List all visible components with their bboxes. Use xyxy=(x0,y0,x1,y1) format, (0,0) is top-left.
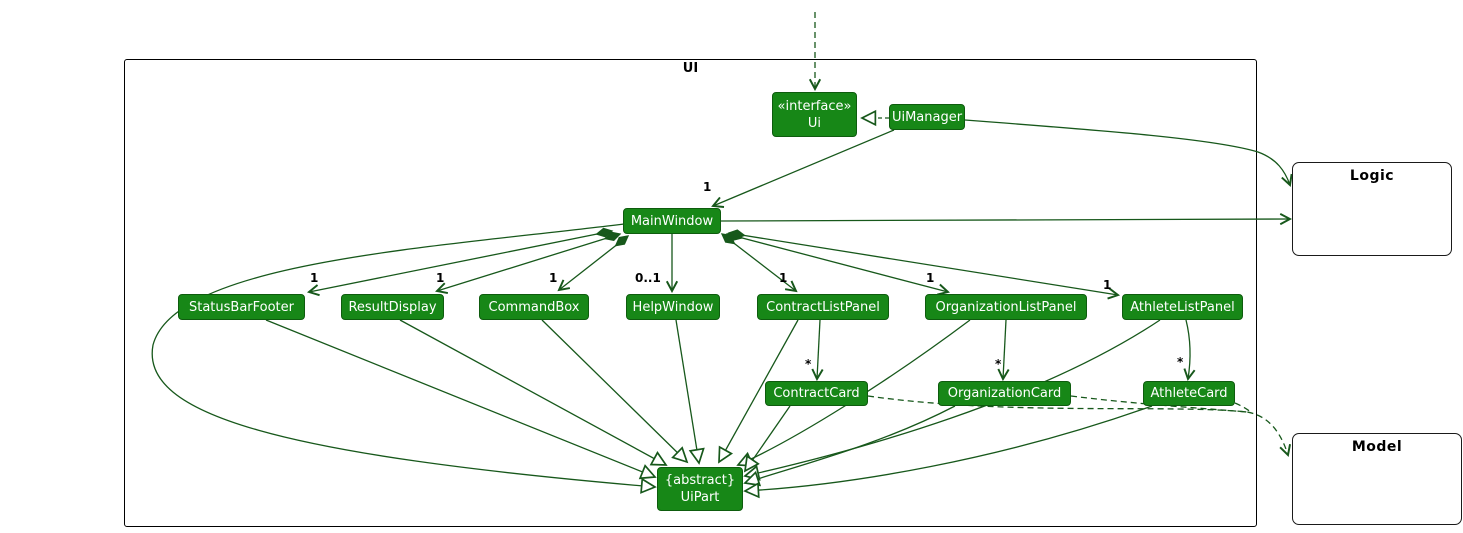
class-uipart: {abstract} UiPart xyxy=(657,467,743,511)
ui-package-frame: UI xyxy=(124,59,1257,527)
class-name: MainWindow xyxy=(630,213,714,229)
multiplicity-label: * xyxy=(1177,355,1184,369)
class-contractlistpanel: ContractListPanel xyxy=(757,294,889,320)
edge-contractcard-extends-uipart xyxy=(743,405,791,473)
edge-mainwindow-commandbox xyxy=(559,236,628,290)
edge-contractlistpanel-extends-uipart xyxy=(718,319,799,464)
class-name: Ui xyxy=(807,115,822,131)
multiplicity-label: 1 xyxy=(703,180,712,194)
multiplicity-label: 1 xyxy=(779,271,788,285)
class-statusbarfooter: StatusBarFooter xyxy=(178,294,305,320)
class-name: AthleteCard xyxy=(1150,386,1228,401)
edge-contractlistpanel-contractcard xyxy=(817,319,820,379)
class-name: HelpWindow xyxy=(632,299,714,315)
edge-uimanager-logic xyxy=(964,119,1290,185)
class-name: ContractListPanel xyxy=(766,299,880,315)
class-name: ContractCard xyxy=(773,386,860,401)
class-name: AthleteListPanel xyxy=(1130,299,1235,315)
ui-package-label: UI xyxy=(682,61,699,76)
multiplicity-label: 0..1 xyxy=(635,271,661,285)
edge-mainwindow-athletelistpanel xyxy=(729,233,1118,295)
multiplicity-label: 1 xyxy=(436,271,445,285)
class-stereotype: «interface» xyxy=(777,98,852,114)
edge-mainwindow-extends-uipart xyxy=(151,223,657,494)
edge-athletecard-model xyxy=(1234,402,1253,414)
class-athletecard: AthleteCard xyxy=(1143,381,1235,406)
edge-mainwindow-statusbarfooter xyxy=(309,231,612,292)
edge-commandbox-extends-uipart xyxy=(541,319,689,464)
edge-contractcard-model xyxy=(867,395,1288,455)
multiplicity-label: * xyxy=(995,357,1002,371)
class-uimanager: UiManager xyxy=(889,104,965,130)
class-organizationcard: OrganizationCard xyxy=(938,381,1071,406)
logic-component-box: Logic xyxy=(1292,162,1452,256)
class-name: UiPart xyxy=(680,490,720,505)
multiplicity-label: 1 xyxy=(549,271,558,285)
class-name: StatusBarFooter xyxy=(188,299,294,315)
class-name: CommandBox xyxy=(488,299,580,315)
edge-statusbarfooter-extends-uipart xyxy=(265,319,657,480)
logic-component-label: Logic xyxy=(1349,168,1395,184)
multiplicity-label: 1 xyxy=(310,271,319,285)
edge-athletelistpanel-athletecard xyxy=(1186,319,1190,379)
edge-athletelistpanel-extends-uipart xyxy=(743,319,1161,481)
class-name: UiManager xyxy=(891,109,963,125)
edge-organizationlistpanel-organizationcard xyxy=(1003,319,1006,379)
edge-mainwindow-logic xyxy=(720,219,1290,221)
class-mainwindow: MainWindow xyxy=(623,208,721,234)
class-contractcard: ContractCard xyxy=(765,381,868,406)
class-commandbox: CommandBox xyxy=(479,294,589,320)
multiplicity-label: 1 xyxy=(926,271,935,285)
edge-athletecard-extends-uipart xyxy=(743,405,1153,499)
class-helpwindow: HelpWindow xyxy=(626,294,720,320)
model-component-label: Model xyxy=(1351,439,1403,455)
edge-resultdisplay-extends-uipart xyxy=(399,319,668,466)
class-ui-interface: «interface» Ui xyxy=(772,92,857,137)
multiplicity-label: 1 xyxy=(1103,278,1112,292)
edge-uimanager-mainwindow xyxy=(713,129,895,206)
class-name: OrganizationListPanel xyxy=(935,299,1077,315)
model-component-box: Model xyxy=(1292,433,1462,525)
edge-helpwindow-extends-uipart xyxy=(675,319,705,465)
multiplicity-label: * xyxy=(805,357,812,371)
class-name: ResultDisplay xyxy=(348,299,437,315)
edge-organizationcard-extends-uipart xyxy=(743,405,956,487)
class-stereotype: {abstract} xyxy=(664,473,736,488)
class-organizationlistpanel: OrganizationListPanel xyxy=(925,294,1087,320)
class-resultdisplay: ResultDisplay xyxy=(341,294,444,320)
class-name: OrganizationCard xyxy=(947,386,1062,401)
class-athletelistpanel: AthleteListPanel xyxy=(1122,294,1243,320)
